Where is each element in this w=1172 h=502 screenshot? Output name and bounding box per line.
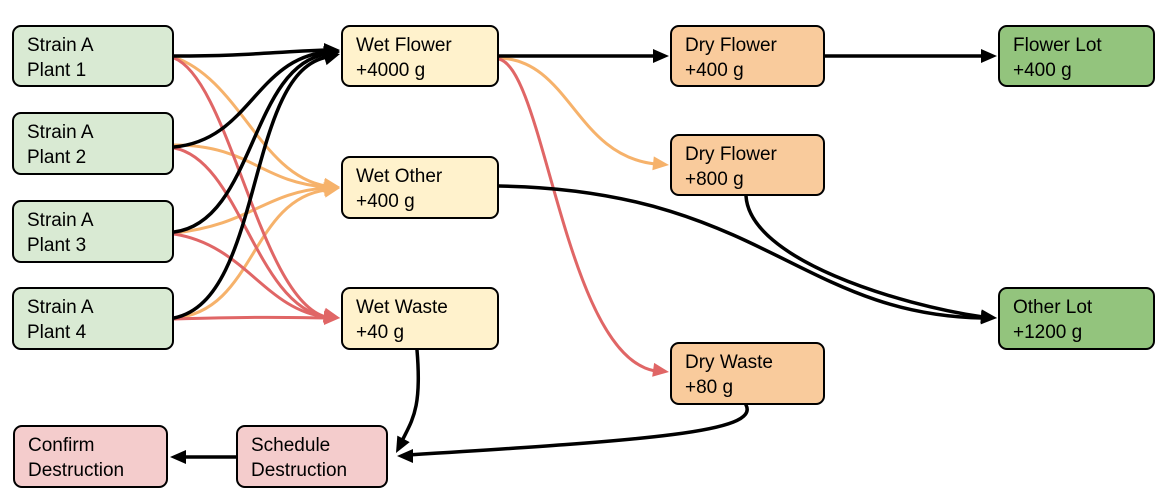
node-line2: Destruction [251, 460, 348, 481]
node-line2: Plant 3 [27, 235, 87, 256]
node-wet-other: Wet Other +400 g [341, 156, 499, 219]
arrowhead-wet_waste-to-schedule_destruction [396, 435, 410, 453]
arrowhead-plant4-to-wet_flower [322, 51, 340, 66]
edge-plant4-to-wet_flower [172, 55, 330, 320]
edge-plant1-to-wet_flower [172, 48, 328, 58]
edge-plant3-to-wet_flower [172, 52, 329, 234]
node-line2: +400 g [356, 191, 415, 212]
edge-wet_other-to-other_lot [497, 184, 985, 320]
edge-plant4-to-wet_other [172, 188, 328, 320]
edge-plant2-to-wet_flower [172, 50, 328, 149]
edge-dry_waste-to-schedule_destruction [406, 403, 749, 457]
node-plant4: Strain A Plant 4 [12, 287, 174, 350]
node-line2: Plant 4 [27, 322, 87, 343]
node-line2: Destruction [28, 460, 125, 481]
node-line1: Dry Flower [685, 35, 777, 56]
edge-plant4-to-wet_waste [172, 315, 328, 321]
node-line1: Strain A [27, 210, 94, 231]
node-wet-waste: Wet Waste +40 g [341, 287, 499, 350]
node-schedule-destruction: Schedule Destruction [236, 425, 388, 488]
node-confirm-destruction: Confirm Destruction [13, 425, 168, 488]
arrowhead-wet_flower-to-dry_flower_1 [653, 49, 669, 63]
node-line1: Wet Other [356, 166, 443, 187]
node-flower-lot: Flower Lot +400 g [998, 25, 1155, 87]
node-dry-waste: Dry Waste +80 g [670, 342, 825, 405]
arrowhead-schedule_destruction-to-confirm_destruction [170, 450, 186, 464]
edge-dry_flower_2-to-other_lot [744, 194, 985, 319]
arrowhead-wet_flower-to-dry_waste [652, 362, 669, 377]
node-plant2: Strain A Plant 2 [12, 112, 174, 175]
node-line1: Dry Waste [685, 352, 773, 373]
edge-plant2-to-wet_other [172, 143, 328, 189]
node-line1: Flower Lot [1013, 35, 1102, 56]
arrowhead-plant4-to-wet_waste [324, 311, 340, 325]
node-wet-flower: Wet Flower +4000 g [341, 25, 499, 87]
node-line1: Schedule [251, 435, 331, 456]
node-dry-flower-2: Dry Flower +800 g [670, 134, 825, 196]
arrowhead-dry_flower_1-to-flower_lot [981, 49, 997, 63]
arrowhead-wet_flower-to-dry_flower_2 [652, 156, 669, 171]
edge-plant1-to-wet_waste [172, 56, 328, 319]
arrowhead-plant4-to-wet_other [323, 183, 340, 198]
node-line2: +40 g [356, 322, 405, 343]
node-line2: +4000 g [356, 60, 426, 81]
node-line1: Strain A [27, 297, 94, 318]
node-line2: +800 g [685, 169, 744, 190]
node-line2: +80 g [685, 377, 734, 398]
edge-wet_flower-to-dry_waste [497, 57, 657, 373]
node-line1: Wet Waste [356, 297, 448, 318]
node-line1: Other Lot [1013, 297, 1093, 318]
node-line1: Wet Flower [356, 35, 452, 56]
edge-plant2-to-wet_waste [172, 146, 328, 319]
edge-plant1-to-wet_other [172, 55, 328, 188]
node-line1: Strain A [27, 122, 94, 143]
node-line1: Confirm [28, 435, 95, 456]
node-line1: Strain A [27, 35, 94, 56]
edge-plant3-to-wet_other [172, 186, 328, 235]
edge-plant3-to-wet_waste [172, 232, 328, 319]
node-other-lot: Other Lot +1200 g [998, 287, 1155, 350]
node-dry-flower-1: Dry Flower +400 g [670, 25, 825, 87]
node-line2: Plant 1 [27, 60, 87, 81]
edge-wet_flower-to-dry_flower_2 [497, 56, 657, 166]
node-line2: +400 g [685, 60, 744, 81]
arrowhead-dry_flower_2-to-other_lot [980, 309, 997, 324]
node-plant3: Strain A Plant 3 [12, 200, 174, 263]
node-line2: +400 g [1013, 60, 1072, 81]
arrowhead-dry_waste-to-schedule_destruction [397, 449, 413, 463]
node-line2: +1200 g [1013, 322, 1083, 343]
node-plant1: Strain A Plant 1 [12, 25, 174, 87]
node-line1: Dry Flower [685, 144, 777, 165]
node-line2: Plant 2 [27, 147, 87, 168]
edge-wet_waste-to-schedule_destruction [399, 348, 421, 445]
